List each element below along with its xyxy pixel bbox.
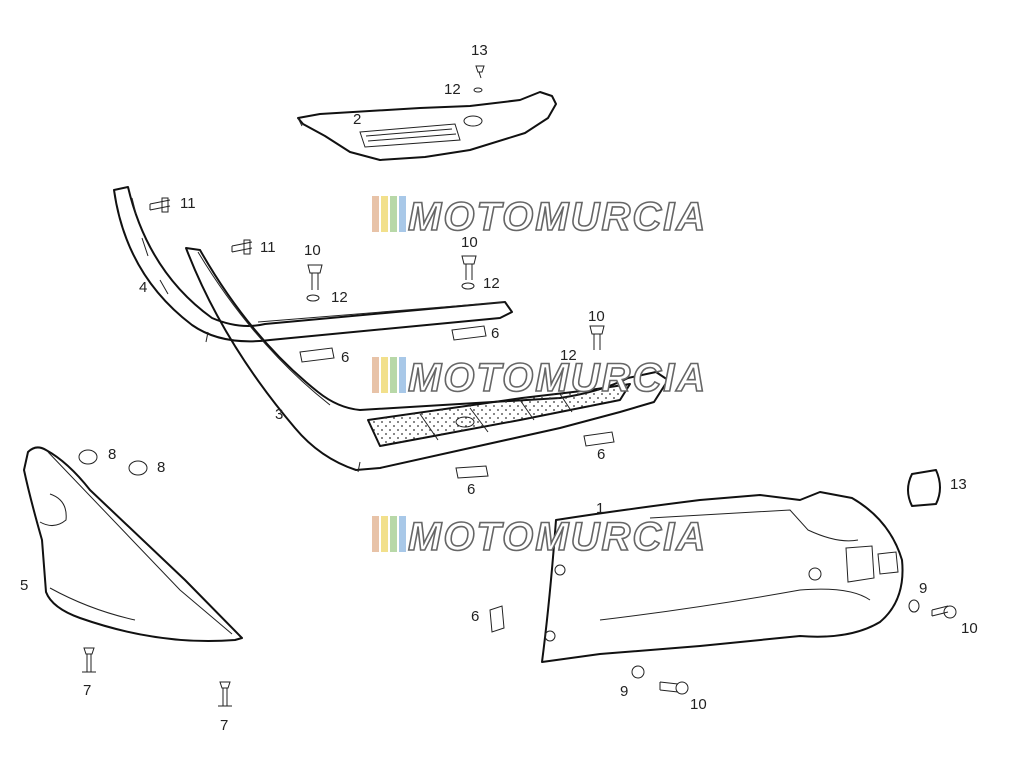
hardware-parts bbox=[78, 65, 957, 707]
callout-10-a: 10 bbox=[304, 242, 321, 259]
callout-8-b: 8 bbox=[157, 459, 165, 476]
watermark-top: MOTOMURCIA bbox=[372, 194, 707, 240]
callout-labels: 13 12 2 11 11 4 10 12 10 12 6 6 10 12 3 … bbox=[20, 42, 978, 734]
callout-12-a: 12 bbox=[331, 289, 348, 306]
watermark-bottom: MOTOMURCIA bbox=[372, 514, 707, 560]
callout-13-b: 13 bbox=[950, 476, 967, 493]
watermark-text: MOTOMURCIA bbox=[408, 195, 707, 239]
callout-13-top: 13 bbox=[471, 42, 488, 59]
callout-6-d: 6 bbox=[467, 481, 475, 498]
callout-9-a: 9 bbox=[919, 580, 927, 597]
watermark-text: MOTOMURCIA bbox=[408, 515, 707, 559]
callout-10-c: 10 bbox=[588, 308, 605, 325]
callout-6-a: 6 bbox=[491, 325, 499, 342]
callout-8-a: 8 bbox=[108, 446, 116, 463]
callout-2: 2 bbox=[353, 111, 361, 128]
callout-12-b: 12 bbox=[483, 275, 500, 292]
top-cover-part bbox=[297, 91, 557, 161]
callout-6-c: 6 bbox=[597, 446, 605, 463]
rear-side-cover-part bbox=[541, 491, 904, 663]
callout-5: 5 bbox=[20, 577, 28, 594]
callout-10-b: 10 bbox=[461, 234, 478, 251]
callout-10-e: 10 bbox=[690, 696, 707, 713]
callout-3: 3 bbox=[275, 406, 283, 423]
callout-1: 1 bbox=[596, 500, 604, 517]
callout-9-b: 9 bbox=[620, 683, 628, 700]
side-rail-upper-part bbox=[113, 186, 513, 343]
callout-10-d: 10 bbox=[961, 620, 978, 637]
callout-12-top: 12 bbox=[444, 81, 461, 98]
floor-board-part bbox=[185, 247, 669, 473]
callout-7-a: 7 bbox=[83, 682, 91, 699]
watermark-middle: MOTOMURCIA bbox=[372, 355, 707, 401]
callout-7-b: 7 bbox=[220, 717, 228, 734]
callout-12-c: 12 bbox=[560, 347, 577, 364]
callout-6-e: 6 bbox=[471, 608, 479, 625]
callout-6-b: 6 bbox=[341, 349, 349, 366]
callout-4: 4 bbox=[139, 279, 147, 296]
left-side-cover-part bbox=[23, 446, 243, 643]
watermark-text: MOTOMURCIA bbox=[408, 356, 707, 400]
rear-cap-part bbox=[907, 469, 941, 507]
callout-11-b: 11 bbox=[260, 239, 276, 256]
callout-11-a: 11 bbox=[180, 195, 196, 212]
